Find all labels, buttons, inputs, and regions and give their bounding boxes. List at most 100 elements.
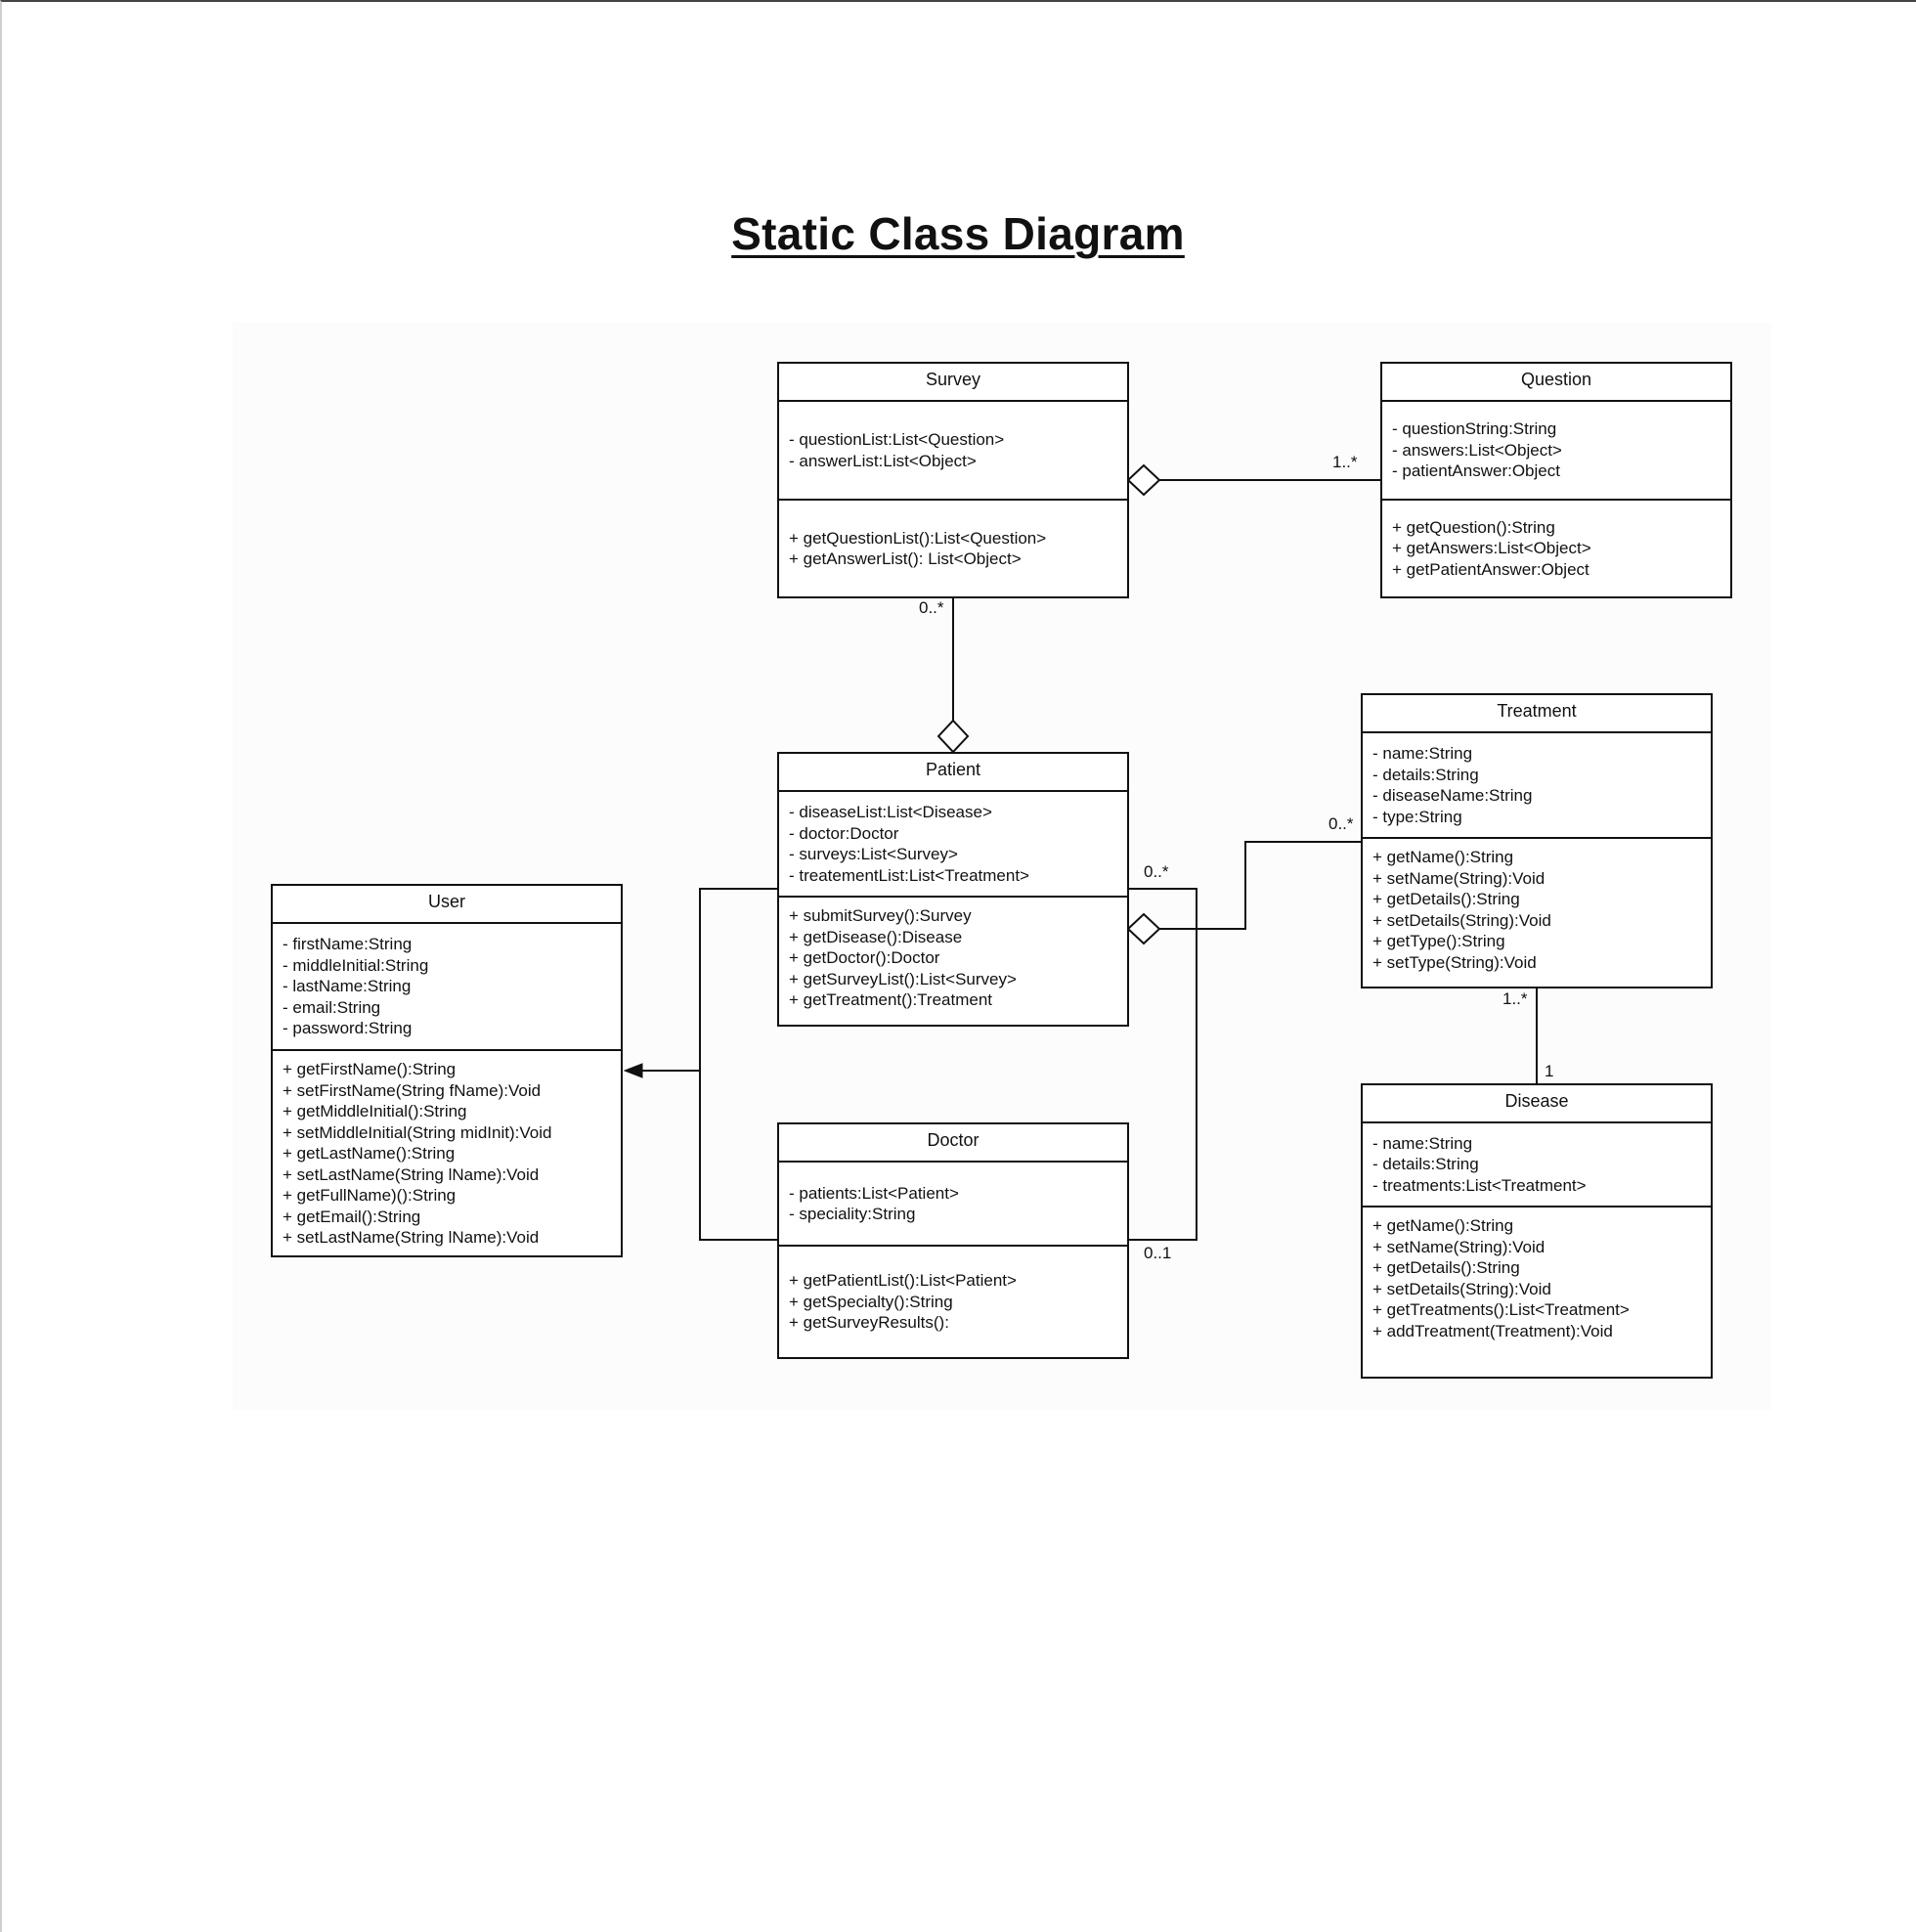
operations-section: + getName():String + setName(String):Void… xyxy=(1363,839,1711,987)
attribute-item: - middleInitial:String xyxy=(283,955,429,975)
aggregation-diamond xyxy=(1126,912,1161,945)
operations-section: + getPatientList():List<Patient> + getSpe… xyxy=(779,1247,1127,1357)
operation-item: + getName():String xyxy=(1372,848,1514,866)
operation-item: + setMiddleInitial(String midInit):Void xyxy=(283,1122,552,1142)
attribute-item: - questionList:List<Question> xyxy=(789,430,1005,449)
attribute-item: - email:String xyxy=(283,997,381,1017)
attribute-item: - questionString:String xyxy=(1392,419,1557,439)
operation-item: + getTreatments():List<Treatment> xyxy=(1372,1300,1630,1319)
attribute-item: - firstName:String xyxy=(283,935,413,954)
operation-item: + getDetails():String xyxy=(1372,1258,1520,1277)
class-name: Question xyxy=(1382,364,1730,402)
attribute-item: - type:String xyxy=(1372,807,1462,826)
operation-item: + setName(String):Void xyxy=(1372,1237,1546,1256)
attribute-item: - details:String xyxy=(1372,765,1479,784)
class-name: Patient xyxy=(779,754,1127,792)
arrowhead xyxy=(623,1063,643,1078)
operations-section: + getQuestion():String + getAnswers:List<… xyxy=(1382,501,1730,596)
class-name: Treatment xyxy=(1363,695,1711,733)
class-name: Survey xyxy=(779,364,1127,402)
operation-item: + getSpecialty():String xyxy=(789,1292,953,1311)
attribute-item: - treatments:List<Treatment> xyxy=(1372,1175,1587,1195)
operation-item: + getDoctor():Doctor xyxy=(789,948,940,967)
aggregation-diamond xyxy=(936,719,970,754)
class-survey[interactable]: Survey - questionList:List<Question> - an… xyxy=(777,362,1129,598)
operation-item: + setName(String):Void xyxy=(1372,868,1546,888)
attribute-item: - lastName:String xyxy=(283,977,412,996)
operation-item: + getName():String xyxy=(1372,1216,1514,1235)
multiplicity-treatment-disease-treatment-end: 1..* xyxy=(1502,989,1528,1008)
multiplicity-treatment-disease-disease-end: 1 xyxy=(1545,1062,1554,1080)
class-doctor[interactable]: Doctor - patients:List<Patient> - special… xyxy=(777,1122,1129,1359)
class-name: User xyxy=(273,886,621,924)
attribute-item: - diseaseList:List<Disease> xyxy=(789,803,992,821)
class-question[interactable]: Question - questionString:String- answer… xyxy=(1380,362,1732,598)
attribute-item: - diseaseName:String xyxy=(1372,786,1533,805)
operation-item: + getPatientList():List<Patient> xyxy=(789,1271,1017,1290)
attribute-item: - patientAnswer:Object xyxy=(1392,461,1560,481)
attribute-item: - patients:List<Patient> xyxy=(789,1183,959,1203)
operation-item: + getQuestion():String xyxy=(1392,517,1555,537)
operation-item: + getDetails():String xyxy=(1372,890,1520,908)
operation-item: + getEmail():String xyxy=(283,1207,421,1226)
operation-item: + setDetails(String):Void xyxy=(1372,910,1551,930)
operation-item: + addTreatment(Treatment):Void xyxy=(1372,1321,1613,1340)
attributes-section: - firstName:String- middleInitial:String… xyxy=(273,924,621,1051)
multiplicity-patient-treatment: 0..* xyxy=(1328,814,1354,833)
operation-item: + setLastName(String lName):Void xyxy=(283,1228,540,1247)
attribute-item: - name:String xyxy=(1372,744,1473,763)
attribute-item: - doctor:Doctor xyxy=(789,823,899,843)
operations-section: + getQuestionList():List<Question>+ getA… xyxy=(779,501,1127,596)
operation-item: + getFirstName():String xyxy=(283,1060,457,1078)
attributes-section: - questionList:List<Question> - answerLis… xyxy=(779,402,1127,501)
operations-section: + getFirstName():String + setFirstName(St… xyxy=(273,1051,621,1255)
operation-item: + getAnswerList(): List<Object> xyxy=(789,549,1022,568)
diagram-title: Static Class Diagram xyxy=(731,208,1185,259)
class-treatment[interactable]: Treatment - name:String - details:String -… xyxy=(1361,693,1713,988)
aggregation-diamond xyxy=(1126,463,1161,497)
attributes-section: - questionString:String- answers:List<Ob… xyxy=(1382,402,1730,501)
class-user[interactable]: User - firstName:String- middleInitial:S… xyxy=(271,884,623,1257)
operation-item: + getSurveyList():List<Survey> xyxy=(789,969,1017,988)
attributes-section: - patients:List<Patient> - speciality:Str… xyxy=(779,1163,1127,1247)
multiplicity-patient-doctor-patient-end: 0..* xyxy=(1144,862,1169,881)
generalization-to-user xyxy=(623,888,777,1241)
operation-item: + getFullName)():String xyxy=(283,1186,457,1205)
association-patient-doctor xyxy=(1128,888,1198,1241)
operation-item: + submitSurvey():Survey xyxy=(789,906,972,925)
operation-item: + setDetails(String):Void xyxy=(1372,1279,1551,1298)
operation-item: + getDisease():Disease xyxy=(789,927,963,946)
operation-item: + getAnswers:List<Object> xyxy=(1392,539,1591,558)
attribute-item: - details:String xyxy=(1372,1155,1479,1174)
multiplicity-patient-survey: 0..* xyxy=(919,598,944,617)
operation-item: + getQuestionList():List<Question> xyxy=(789,528,1047,548)
operation-item: + getMiddleInitial():String xyxy=(283,1102,467,1120)
operations-section: + submitSurvey():Survey + getDisease():Di… xyxy=(779,898,1127,1025)
aggregation-survey-question xyxy=(1126,463,1380,497)
operation-item: + setFirstName(String fName):Void xyxy=(283,1080,542,1100)
class-name: Disease xyxy=(1363,1085,1711,1123)
attributes-section: - name:String- details:String- treatment… xyxy=(1363,1123,1711,1208)
multiplicity-survey-question: 1..* xyxy=(1332,453,1358,471)
operation-item: + setLastName(String lName):Void xyxy=(283,1164,540,1184)
attribute-item: - treatementList:List<Treatment> xyxy=(789,865,1029,885)
attribute-item: - speciality:String xyxy=(789,1205,916,1223)
multiplicity-patient-doctor-doctor-end: 0..1 xyxy=(1144,1244,1172,1262)
attribute-item: - surveys:List<Survey> xyxy=(789,845,958,863)
operation-item: + getType():String xyxy=(1372,932,1505,950)
class-disease[interactable]: Disease - name:String- details:String- t… xyxy=(1361,1083,1713,1379)
attribute-item: - password:String xyxy=(283,1019,413,1038)
class-patient[interactable]: Patient - diseaseList:List<Disease> - doc… xyxy=(777,752,1129,1027)
operations-section: + getName():String + setName(String):Void… xyxy=(1363,1208,1711,1377)
operation-item: + getTreatment():Treatment xyxy=(789,990,993,1009)
operation-item: + getSurveyResults(): xyxy=(789,1313,949,1332)
class-name: Doctor xyxy=(779,1124,1127,1163)
attribute-item: - answerList:List<Object> xyxy=(789,451,977,470)
operation-item: + getLastName():String xyxy=(283,1144,456,1163)
aggregation-patient-survey xyxy=(936,597,970,754)
attribute-item: - answers:List<Object> xyxy=(1392,440,1562,460)
aggregation-patient-treatment xyxy=(1126,841,1361,945)
operation-item: + getPatientAnswer:Object xyxy=(1392,559,1589,579)
